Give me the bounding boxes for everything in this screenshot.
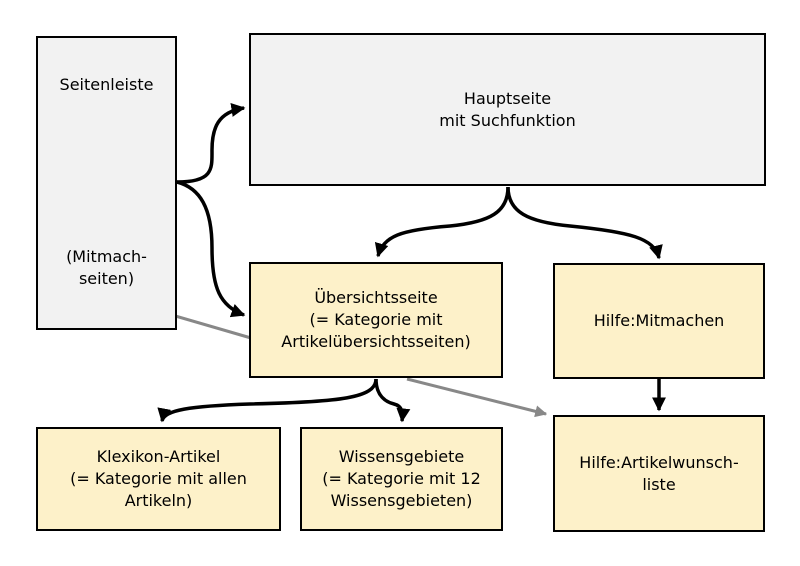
node-sidebar-sub-2: seiten) — [78, 269, 135, 288]
node-knowledge: Wissensgebiete (= Kategorie mit 12 Wisse… — [300, 427, 503, 531]
edge-sidebar-to-overview — [176, 180, 246, 318]
node-wish-line-2: liste — [642, 474, 676, 494]
node-knowledge-line-2: (= Kategorie mit 12 — [322, 469, 481, 488]
node-overview-line-3: Artikelübersichtsseiten) — [281, 332, 471, 351]
node-overview-line-2: (= Kategorie mit — [309, 310, 443, 329]
node-sidebar-title: Seitenleiste — [59, 75, 154, 94]
node-lexicon-line-2: (= Kategorie mit allen — [70, 469, 247, 488]
node-lexicon-line-3: Artikeln) — [124, 491, 193, 510]
node-wish: Hilfe:Artikelwunsch- liste — [553, 415, 765, 532]
edge-sidebar-to-main — [176, 103, 246, 184]
edge-main-to-overview — [374, 186, 510, 258]
node-lexicon-line-1: Klexikon-Artikel — [96, 447, 221, 466]
node-sidebar-sub-1: (Mitmach- — [66, 247, 147, 266]
node-wish-line-1: Hilfe:Artikelwunsch- — [579, 452, 739, 472]
edge-main-to-help — [506, 186, 663, 260]
edge-overview-to-knowledge — [374, 378, 411, 423]
node-lexicon: Klexikon-Artikel (= Kategorie mit allen … — [36, 427, 281, 531]
node-main-line-2: mit Suchfunktion — [439, 110, 576, 130]
edge-overview-to-lexicon — [157, 378, 378, 423]
node-help-line-1: Hilfe:Mitmachen — [593, 311, 725, 330]
node-main: Hauptseite mit Suchfunktion — [249, 33, 766, 186]
node-sidebar: Seitenleiste (Mitmach- seiten) — [36, 36, 177, 330]
node-overview-line-1: Übersichtsseite — [314, 288, 438, 307]
node-knowledge-line-1: Wissensgebiete — [338, 447, 465, 466]
node-knowledge-line-3: Wissensgebieten) — [330, 491, 473, 510]
node-help: Hilfe:Mitmachen — [553, 263, 765, 379]
node-main-line-1: Hauptseite — [463, 88, 552, 108]
node-overview: Übersichtsseite (= Kategorie mit Artikel… — [249, 262, 503, 378]
